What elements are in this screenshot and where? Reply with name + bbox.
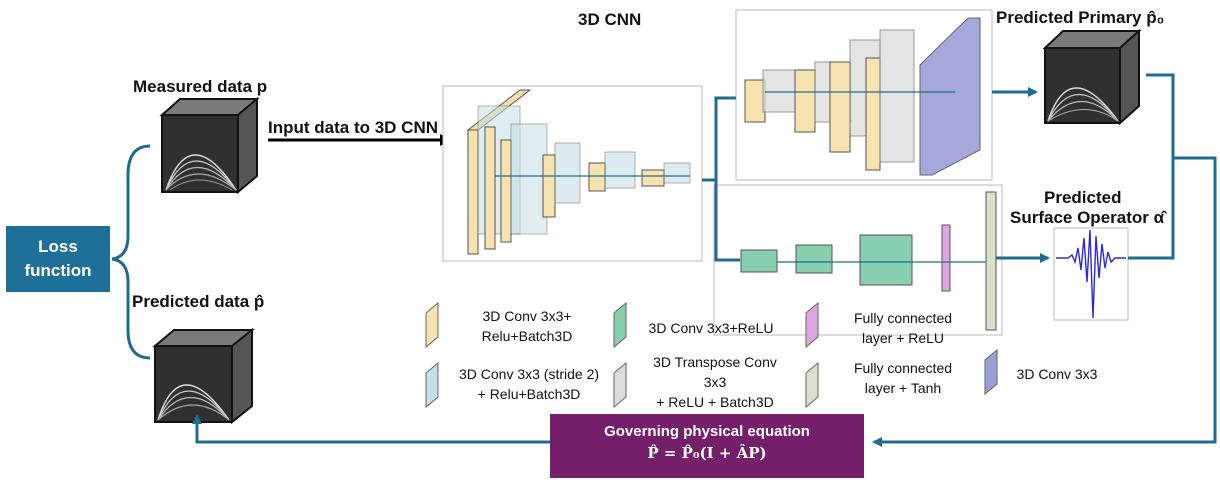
loss-function-line2: function (24, 261, 92, 280)
predicted-data-cube (152, 327, 255, 425)
diagram-title: 3D CNN (578, 10, 642, 29)
predicted-primary-label: Predicted Primary p̂₀ (996, 8, 1165, 27)
decoder-block (735, 9, 993, 181)
encoder-block (442, 85, 703, 262)
measured-data-label: Measured data p (133, 77, 268, 96)
surface-operator-branch (713, 184, 1003, 336)
legend-swatch-conv-relu (613, 301, 627, 349)
governing-equation-title: Governing physical equation (604, 423, 810, 440)
surface-operator-wavelet (1053, 227, 1129, 321)
legend-item-conv-relu: 3D Conv 3x3+ReLU (648, 320, 774, 336)
legend-item-conv-stride: 3D Conv 3x3 (stride 2)+ Relu+Batch3D (458, 366, 600, 402)
predicted-primary-cube (1042, 28, 1142, 126)
connection-arrows (192, 73, 1217, 447)
legend-swatch-fc-relu (805, 301, 819, 349)
surface-operator-label-line2: Surface Operator α̂ (1010, 208, 1165, 227)
loss-function-line1: Loss (38, 237, 78, 256)
surface-operator-label-line1: Predicted (1044, 188, 1122, 207)
legend-swatch-conv-stride (425, 361, 439, 409)
governing-equation-formula: P̂ = P̂₀(I + ÂP) (647, 444, 767, 462)
legend-item-conv-plain: 3D Conv 3x3 (1016, 366, 1098, 382)
legend-swatch-conv (425, 301, 439, 349)
governing-equation-box: Governing physical equation P̂ = P̂₀(I +… (550, 414, 864, 478)
legend-swatch-transpose (613, 361, 627, 409)
legend-swatch-fc-tanh (805, 361, 819, 409)
loss-brace (111, 144, 151, 360)
legend-swatches (425, 301, 998, 409)
input-arrow-label: Input data to 3D CNN (268, 118, 438, 137)
loss-function-box: Loss function (6, 226, 110, 292)
measured-data-cube (159, 96, 260, 195)
predicted-data-label: Predicted data p̂ (132, 292, 265, 311)
legend-item-conv: 3D Conv 3x3+Relu+Batch3D (481, 308, 573, 344)
legend-swatch-conv-plain (984, 348, 998, 396)
